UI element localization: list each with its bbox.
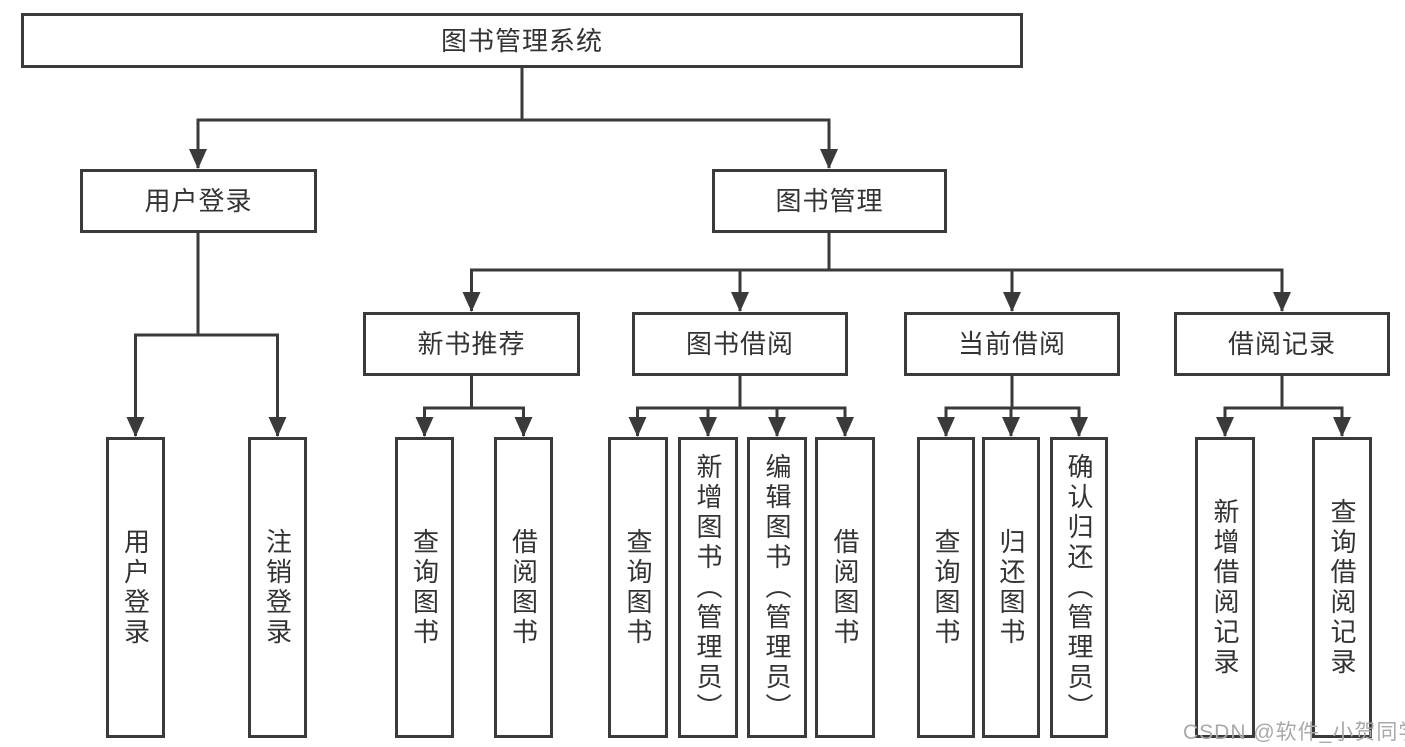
leaf-label: 查询图书 bbox=[931, 527, 961, 648]
leaf-user-login: 用户登录 bbox=[106, 437, 165, 738]
csdn-watermark: CSDN @软件_小贺同学 bbox=[1183, 721, 1405, 744]
leaf-label: 编辑图书（管理员） bbox=[762, 452, 792, 723]
leaf-borrow-books-recommend: 借阅图书 bbox=[494, 437, 553, 738]
leaf-label: 查询图书 bbox=[409, 527, 440, 648]
leaf-query-books-current: 查询图书 bbox=[917, 437, 975, 738]
leaf-query-books-recommend: 查询图书 bbox=[395, 437, 454, 738]
leaf-logout: 注销登录 bbox=[248, 437, 307, 738]
leaf-label: 归还图书 bbox=[996, 527, 1026, 648]
leaf-return-book: 归还图书 bbox=[982, 437, 1040, 738]
node-user-login: 用户登录 bbox=[80, 169, 317, 233]
node-book-borrow: 图书借阅 bbox=[632, 312, 848, 376]
leaf-label: 借阅图书 bbox=[508, 527, 539, 648]
leaf-edit-book-admin: 编辑图书（管理员） bbox=[747, 437, 807, 738]
node-book-management: 图书管理 bbox=[712, 169, 947, 233]
node-borrow-records: 借阅记录 bbox=[1174, 312, 1390, 376]
leaf-label: 查询图书 bbox=[623, 527, 653, 648]
leaf-label: 查询借阅记录 bbox=[1327, 497, 1357, 678]
leaf-query-borrow-record: 查询借阅记录 bbox=[1312, 437, 1372, 738]
leaf-query-books-borrow: 查询图书 bbox=[608, 437, 668, 738]
leaf-borrow-books: 借阅图书 bbox=[815, 437, 875, 738]
leaf-add-book-admin: 新增图书（管理员） bbox=[678, 437, 738, 738]
leaf-confirm-return-admin: 确认归还（管理员） bbox=[1050, 437, 1108, 738]
leaf-label: 注销登录 bbox=[262, 527, 293, 648]
leaf-add-borrow-record: 新增借阅记录 bbox=[1195, 437, 1255, 738]
leaf-label: 用户登录 bbox=[120, 527, 151, 648]
leaf-label: 新增借阅记录 bbox=[1210, 497, 1240, 678]
leaf-label: 新增图书（管理员） bbox=[693, 452, 723, 723]
node-new-book-recommend: 新书推荐 bbox=[363, 312, 580, 376]
node-current-borrow: 当前借阅 bbox=[904, 312, 1120, 376]
node-system-root: 图书管理系统 bbox=[21, 13, 1023, 68]
leaf-label: 借阅图书 bbox=[830, 527, 860, 648]
leaf-label: 确认归还（管理员） bbox=[1064, 452, 1094, 723]
